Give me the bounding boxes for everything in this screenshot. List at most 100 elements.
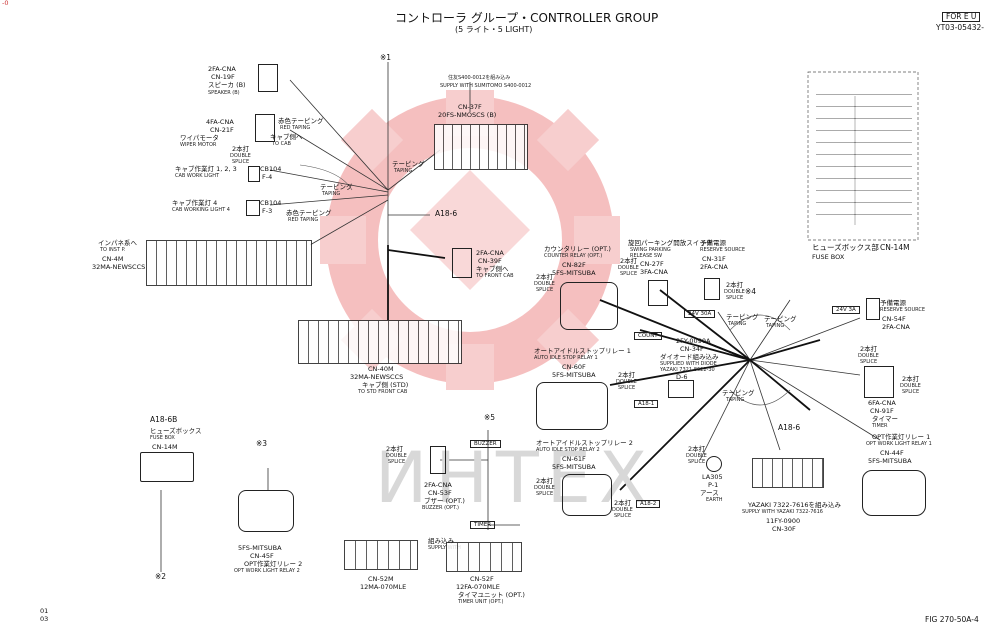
cn52f-desc-en: TIMER UNIT (OPT.) [458,599,504,605]
cn37f-cn: CN-37F [458,103,482,111]
earth-pin: P-1 [708,481,719,489]
cn53f-jp: ブザー (OPT.) [424,497,465,505]
marker-3: ※3 [256,439,268,448]
autoidle2-en: AUTO IDLE STOP RELAY 2 [536,447,600,453]
splice-r54-en2: SPLICE [860,359,878,365]
diode-pin: D-6 [676,373,688,381]
speaker-connector [258,64,278,92]
fuse-box-en: FUSE BOX [812,253,845,261]
cn52f-desc-jp: タイマユニット (OPT.) [458,591,525,599]
splice-c-jp: 2本打 [536,273,554,281]
harness-sub-label: A18-6B [150,415,178,424]
splice-a1-en1: DOUBLE [616,379,637,385]
cn39f-code: 2FA-CNA [476,249,504,257]
reserve31-connector [704,278,720,300]
marker-1: ※1 [380,53,392,62]
red-taping-en: RED TAPING [280,125,311,131]
taping-arcs [299,164,791,406]
splice-buzzer-jp: 2本打 [386,445,404,453]
page-subtitle: (5 ライト・5 LIGHT) [455,25,533,34]
marker-4: ※4 [745,287,757,296]
wiper-code: 4FA-CNA [206,118,234,126]
cn52f-cn: CN-52F [470,575,494,583]
splice-buzzer-en2: SPLICE [388,459,406,465]
doc-code: YT03-05432- [936,23,984,32]
splice-a3-en1: DOUBLE [612,507,633,513]
relay1-cn: CN-44F [880,449,904,457]
thin-wires [160,62,881,572]
cn39f-en: TO FRONT CAB [476,273,514,279]
wiper-connector [255,114,275,142]
diode-sub: YAZAKI 7321-8622-30 [660,367,715,373]
counter-cn: CN-82F [562,261,586,269]
taping-en-r2: TAPING [766,323,785,329]
cab-work-en: CAB WORK LIGHT [175,173,220,179]
cn53f-cn: CN-53F [428,489,452,497]
reserve54-code: 2FA-CNA [882,323,910,331]
autoidle2-code: 5FS-MITSUBA [552,463,596,471]
autoidle2-cn: CN-61F [562,455,586,463]
cn52m-code: 12MA-070MLE [360,583,407,591]
splice-en1: DOUBLE [230,153,251,159]
cab-work4-pin: F-3 [262,207,273,215]
taping-jp-r2: テーピング [764,315,797,323]
splice-r54-jp: 2本打 [860,345,878,353]
autoidle1-en: AUTO IDLE STOP RELAY 1 [534,355,598,361]
speaker-code: 2FA-CNA [208,65,236,73]
autoidle1-connector [536,382,608,430]
counter-jp: カウンタリレー (OPT.) [544,245,611,253]
cab-work-connector [248,166,260,182]
swing-cn: CN-27F [640,260,664,268]
tag-a18-1: A18-1 [634,400,659,409]
taping-jp-center: テーピング [392,160,425,168]
cn30f-cn: CN-30F [772,525,796,533]
page-title: コントローラ グループ・CONTROLLER GROUP [395,11,659,25]
red-taping-jp-2: 赤色テーピング [286,209,332,217]
reserve54-jp: 予備電源 [880,299,906,307]
fuse-box-jp: ヒューズボックス部 [812,243,879,252]
timer91-en: TIMER [872,423,888,429]
diode-jp: ダイオード組み込み [660,353,719,361]
region-badge: FOR E U [942,12,981,23]
relay2-en: OPT WORK LIGHT RELAY 2 [234,568,300,574]
cn30f-code: 11FY-0900 [766,517,801,525]
cn39f-connector [452,248,472,278]
reserve31-cn: CN-31F [702,255,726,263]
cn30f-en: SUPPLY WITH YAZAKI 7322-7616 [742,509,823,515]
diode-cn: CN-34F [680,345,704,353]
diode-code: 2FY-0090A [676,337,711,345]
taping-en-r1: TAPING [728,321,747,327]
timer91-jp: タイマー [872,415,898,423]
splice-r31-en2: SPLICE [726,295,744,301]
cn40m-code: 32MA-NEWSCCS [350,373,404,381]
speaker-cn: CN-19F [211,73,235,81]
inpane-code: 32MA-NEWSCCS [92,263,146,271]
taping-en-r3: TAPING [726,397,745,403]
splice-a3-jp: 2本打 [614,499,632,507]
splice-a2-en2: SPLICE [536,491,554,497]
wiper-cab-jp: キャブ側へ [270,133,303,141]
splice-buzzer-en1: DOUBLE [386,453,407,459]
marker-2: ※2 [155,572,167,581]
splice-c2-en1: DOUBLE [618,265,639,271]
tag-24v30a: 24V 30A [684,310,716,319]
diode-connector [668,380,694,398]
timer91-code: 6FA-CNA [868,399,896,407]
cn37f-jp: 住友S400-0012を組み込み [448,75,511,81]
relay2-cn: CN-45F [250,552,274,560]
relay2-connector [238,490,294,532]
splice-r54-en1: DOUBLE [858,353,879,359]
inpane-en: TO INST P. [100,247,126,253]
timer-tag: TIMER [470,521,496,530]
fusebox-left-cn: CN-14M [152,443,178,451]
marker-5: ※5 [484,413,496,422]
cn30f-jp: YAZAKI 7322-7616を組み込み [748,501,841,509]
taping-jp-left: テーピング [320,183,353,191]
autoidle2-connector [562,474,612,516]
counter-code: 5FS-MITSUBA [552,269,596,277]
harness-right-label: A18-6 [778,423,801,432]
splice-a3-en2: SPLICE [614,513,632,519]
cn40m-connector [298,320,462,364]
cn39f-cn: CN-39F [478,257,502,265]
